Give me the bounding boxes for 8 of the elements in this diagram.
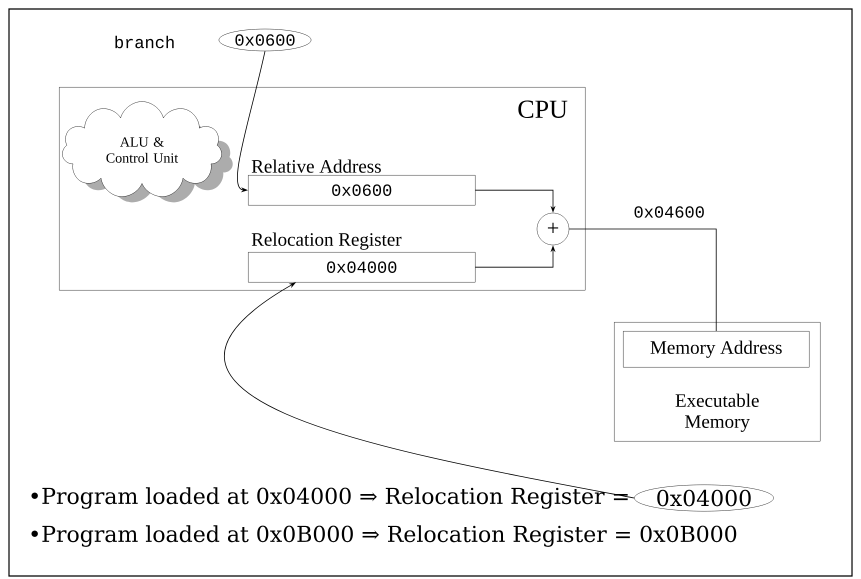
register-label: Relative Address [252, 159, 381, 173]
register-box: 0x04000 [248, 252, 476, 282]
edge-label: 0x04600 [632, 205, 706, 219]
register-label: Relocation Register [252, 232, 402, 250]
instruction-text: branch [115, 36, 174, 48]
address-box: Memory Address [623, 331, 810, 368]
register-box: 0x0600 [248, 175, 476, 206]
bullet-text: •Program loaded at 0x0B000 ⇒ Relocation Register = 0x0B000 [32, 525, 736, 547]
